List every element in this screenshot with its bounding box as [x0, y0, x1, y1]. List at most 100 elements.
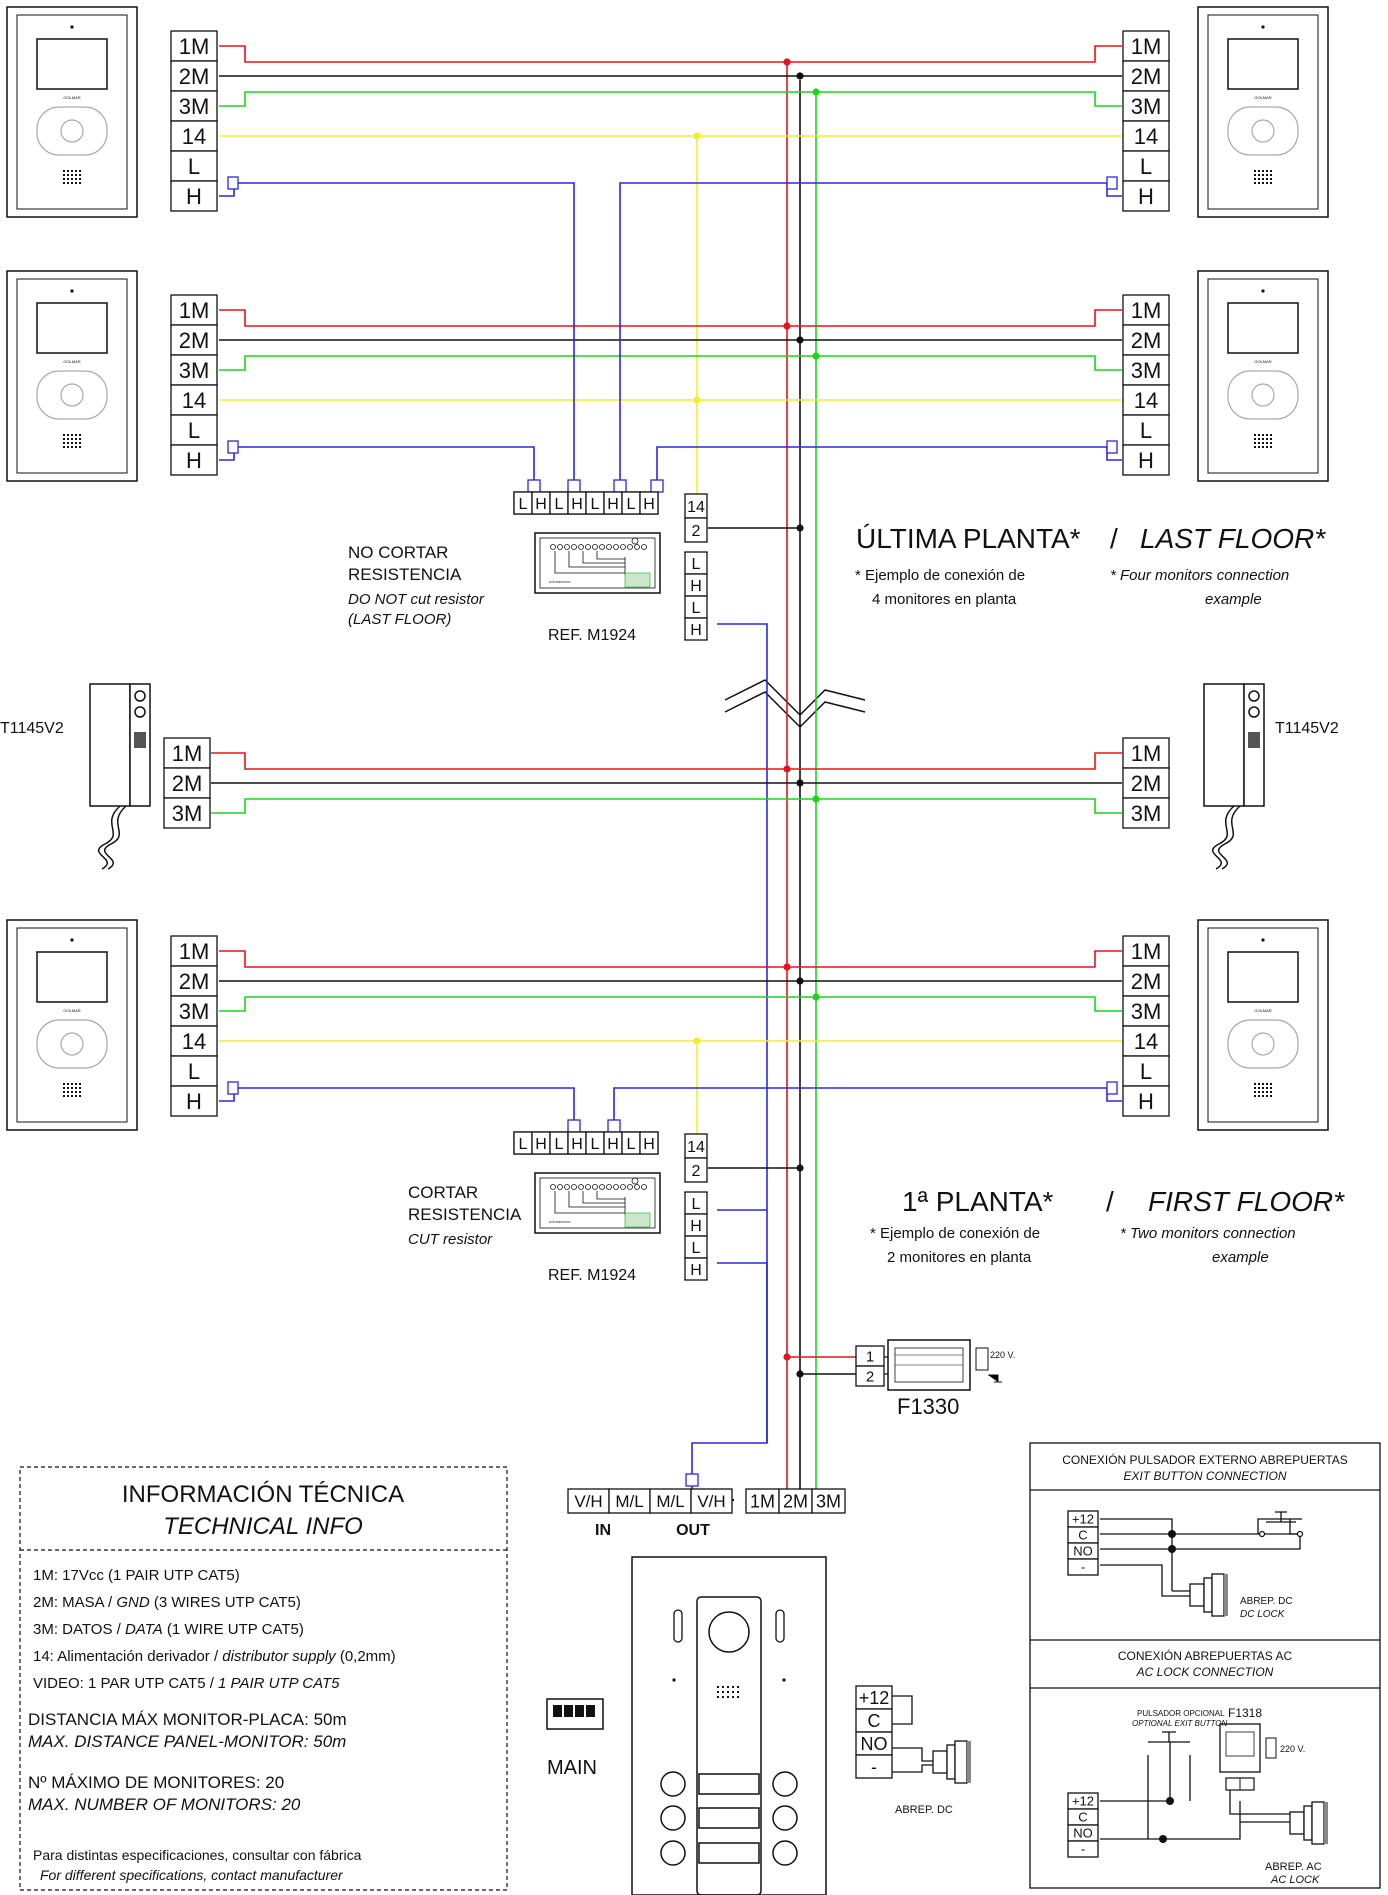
ff-left-term-5: H — [170, 1085, 218, 1117]
panel-lock-term-1: C — [855, 1708, 893, 1733]
top-left-term-5: H — [170, 180, 218, 212]
exit-lock-term-1: C — [1067, 1526, 1099, 1544]
mid-left-term-1-label: 2M — [179, 328, 210, 353]
top-right-term-4: L — [1122, 150, 1170, 182]
mid-right-term-1-label: 2M — [1131, 328, 1162, 353]
panel-video-term-1-label: M/L — [615, 1492, 643, 1511]
first-strip-6-label: L — [627, 1136, 636, 1153]
ac-lock-lock-es: ABREP. AC — [1265, 1861, 1322, 1873]
first-strip-7: H — [639, 1131, 659, 1155]
top-right-term-5-label: H — [1138, 184, 1154, 209]
first-floor-resist-es-1: CORTAR — [408, 1183, 478, 1202]
panel-bus-term-1-label: 2M — [783, 1491, 808, 1511]
monitor-video-port-2 — [227, 440, 239, 454]
panel-video-term-0: V/H — [567, 1488, 610, 1514]
last-strip-2-label: L — [555, 496, 564, 513]
exit-button-title-es: CONEXIÓN PULSADOR EXTERNO ABREPUERTAS — [1062, 1452, 1348, 1467]
first-dist-out-3: H — [684, 1257, 708, 1281]
handset-right-model: T1145V2 — [1275, 720, 1339, 737]
first-floor-note-en-1: * Two monitors connection — [1120, 1225, 1296, 1242]
last-floor-resist-es-2: RESISTENCIA — [348, 565, 462, 584]
mid-left-term-3-label: 14 — [182, 388, 206, 413]
last-dist-two: 2 — [684, 517, 708, 543]
last-floor-resist-en-2: (LAST FLOOR) — [348, 611, 451, 628]
top-left-term-0-label: 1M — [179, 34, 210, 59]
mid-right-term-0-label: 1M — [1131, 298, 1162, 323]
first-floor-ref: REF. M1924 — [548, 1267, 636, 1284]
top-left-term-3-label: 14 — [182, 124, 206, 149]
mid-14-node — [693, 396, 701, 404]
first-floor-note-es-2: 2 monitores en planta — [887, 1249, 1032, 1266]
ff-right-term-0: 1M — [1122, 935, 1170, 967]
last-floor-note-en-2: example — [1205, 591, 1262, 608]
psu-1-node — [783, 1353, 791, 1361]
first-strip-2-label: L — [555, 1136, 564, 1153]
ac-lock-term-3: - — [1067, 1840, 1099, 1858]
hs-left-term-0-label: 1M — [172, 741, 203, 766]
tech-info-title-en: TECHNICAL INFO — [163, 1513, 363, 1540]
exit-lock-term-3-label: - — [1081, 1560, 1085, 1575]
panel-video-term-3: V/H — [690, 1488, 733, 1514]
first-floor-title-es: 1ª PLANTA* — [902, 1186, 1054, 1217]
panel-lock-term-2-label: NO — [861, 1734, 888, 1754]
top-right-term-5: H — [1122, 180, 1170, 212]
hs-right-term-0-label: 1M — [1131, 741, 1162, 766]
tech-info-line-5: VIDEO: 1 PAR UTP CAT5 / 1 PAIR UTP CAT5 — [33, 1675, 340, 1692]
top-left-term-1: 2M — [170, 60, 218, 92]
first-dist-out-0-label: L — [692, 1196, 701, 1213]
panel-video-term-3-label: V/H — [697, 1492, 725, 1511]
monitor-video-port-1 — [1106, 176, 1118, 190]
ff-left-term-3: 14 — [170, 1025, 218, 1057]
power-supply-voltage: 220 V. — [990, 1350, 1015, 1360]
hs-right-term-1-label: 2M — [1131, 771, 1162, 796]
first-dist-out-2-label: L — [692, 1240, 701, 1257]
panel-lock-term-1-label: C — [868, 1711, 881, 1731]
hs-left-term-2-label: 3M — [172, 801, 203, 826]
mid-left-term-0: 1M — [170, 294, 218, 326]
top-right-term-0-label: 1M — [1131, 34, 1162, 59]
mid-right-term-2-label: 3M — [1131, 358, 1162, 383]
top-left-term-2-label: 3M — [179, 94, 210, 119]
ff-left-term-4: L — [170, 1055, 218, 1087]
last-strip-6-label: L — [627, 496, 636, 513]
first-dist-two-label: 2 — [692, 1163, 701, 1180]
panel-video-term-2-label: M/L — [656, 1492, 684, 1511]
tech-info-line-3: 3M: DATOS / DATA (1 WIRE UTP CAT5) — [33, 1621, 304, 1638]
top-left-term-3: 14 — [170, 120, 218, 152]
first-floor-title-sep: / — [1106, 1186, 1114, 1217]
hs-right-term-1: 2M — [1122, 767, 1170, 799]
ac-lock-term-2-label: NO — [1073, 1826, 1093, 1841]
ff-left-term-4-label: L — [188, 1059, 200, 1084]
mid-left-term-5-label: H — [186, 448, 202, 473]
ff-1m — [219, 950, 1122, 968]
ff-monitor-video-port-0 — [227, 1081, 239, 1095]
first-dist-out-1: H — [684, 1213, 708, 1237]
hs-1m — [211, 752, 1122, 770]
ff-14-node — [693, 1037, 701, 1045]
first-floor-title-en: FIRST FLOOR* — [1148, 1186, 1345, 1217]
top-right-term-3-label: 14 — [1134, 124, 1158, 149]
ff-right-term-2: 3M — [1122, 995, 1170, 1027]
ac-lock-title-en: AC LOCK CONNECTION — [1136, 1665, 1274, 1679]
last-dist-2-node — [796, 524, 804, 532]
last-floor-note-es-1: * Ejemplo de conexión de — [855, 567, 1025, 584]
ac-lock-voltage: 220 V. — [1280, 1744, 1305, 1754]
ac-lock-optional-es: PULSADOR OPCIONAL — [1137, 1709, 1225, 1718]
monitor-video-port-0 — [227, 176, 239, 190]
top-right-term-2: 3M — [1122, 90, 1170, 122]
ff-right-term-1: 2M — [1122, 965, 1170, 997]
last-dist-out-0-label: L — [692, 556, 701, 573]
tech-info-dist-es: DISTANCIA MÁX MONITOR-PLACA: 50m — [28, 1710, 347, 1729]
top-left-term-1-label: 2M — [179, 64, 210, 89]
top-1m-node — [783, 58, 791, 66]
last-strip-0-label: L — [519, 496, 528, 513]
panel-lock-label: ABREP. DC — [895, 1804, 953, 1816]
last-dist-out-2-label: L — [692, 600, 701, 617]
top-right-term-1: 2M — [1122, 60, 1170, 92]
panel-bus-term-1: 2M — [778, 1488, 813, 1514]
hs-right-term-2-label: 3M — [1131, 801, 1162, 826]
last-dist-out-3-label: H — [690, 622, 702, 639]
mid-3m — [219, 355, 1122, 371]
mid-left-term-2: 3M — [170, 354, 218, 386]
first-strip-5-label: H — [607, 1136, 619, 1153]
